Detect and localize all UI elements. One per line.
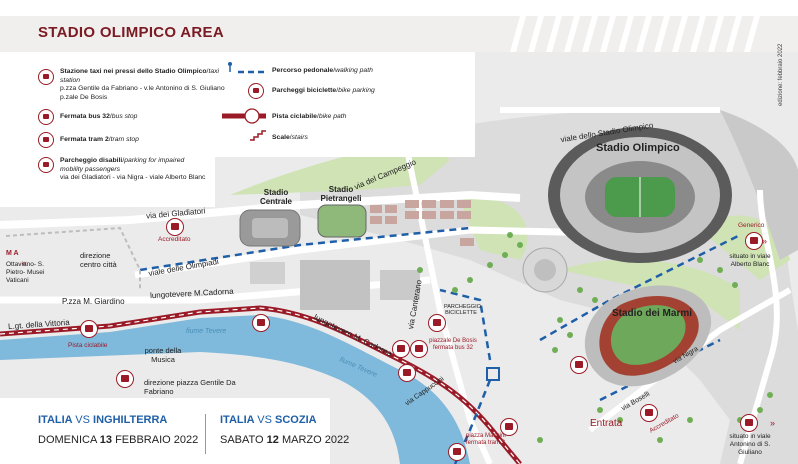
label-accreditato-1: Accreditato — [158, 236, 191, 243]
match-1: ITALIA VS INGHILTERRA DOMENICA 13 FEBBRA… — [38, 414, 199, 446]
label-entrata: Entrata — [590, 418, 623, 429]
legend-bike-path: Pista ciclabile/bike path — [272, 113, 347, 120]
page-title: STADIO OLIMPICO AREA — [38, 24, 224, 41]
match-divider — [205, 414, 206, 454]
arrow-left-icon: « — [22, 258, 28, 268]
bike-path-icon — [222, 108, 266, 124]
walk-icon — [228, 62, 266, 74]
taxi-pin-giuliano — [740, 414, 758, 432]
header-stripes — [510, 16, 760, 52]
label-stadio-marmi: Stadio dei Marmi — [612, 308, 693, 319]
label-fiume-1: fiume Tevere — [186, 328, 227, 335]
match-2: ITALIA VS SCOZIA SABATO 12 MARZO 2022 — [220, 414, 350, 446]
label-stadio-pietrangeli: Stadio Pietrangeli — [320, 185, 362, 203]
legend-stairs: Scale/stairs — [272, 134, 308, 141]
bike-pin-4 — [500, 418, 518, 436]
bike-pin-3 — [398, 364, 416, 382]
label-situato-giuliano: situato in viale Antonino di S. Giuliano — [729, 433, 771, 456]
tram-icon — [38, 132, 54, 148]
arrow-right-icon: » — [762, 236, 768, 246]
disabled-parking-pin-2 — [640, 404, 658, 422]
taxi-pin-gentile — [116, 370, 134, 388]
legend-walk: Percorso pedonale/walking path — [272, 67, 373, 74]
map-canvas — [0, 52, 798, 464]
label-stadio-centrale: Stadio Centrale — [259, 188, 292, 206]
label-parcheggio-bici: PARCHEGGIO BICICLETTE — [444, 304, 481, 316]
legend-disabled: Parcheggio disabili/parking for impaired… — [60, 157, 206, 181]
disabled-parking-icon — [38, 157, 54, 173]
bike-pin-1 — [80, 320, 98, 338]
taxi-icon — [38, 69, 54, 85]
label-ponte-musica: ponte della Musica — [144, 346, 182, 364]
road-giardino: P.zza M. Giardino — [62, 297, 125, 306]
label-situato-blanc: situato in viale Alberto Blanc — [729, 253, 771, 268]
label-pista-ciclabile: Pista ciclabile — [68, 342, 108, 349]
bike-pin-2 — [252, 314, 270, 332]
bike-parking-pin-2 — [570, 356, 588, 374]
legend-bus: Fermata bus 32/bus stop — [60, 113, 138, 120]
tram-pin — [448, 443, 466, 461]
label-ottaviano: Ottaviano- S. Pietro- Musei Vaticani — [6, 261, 45, 284]
bus-pin — [392, 340, 410, 358]
legend-taxi: Stazione taxi nei pressi dello Stadio Ol… — [60, 68, 225, 101]
disabled-parking-pin-3 — [745, 232, 763, 250]
label-direzione-gentile: direzione piazza Gentile Da Fabriano — [144, 378, 236, 396]
label-piazzale-bosis: piazzale De Bosis fermata bus 32 — [429, 338, 477, 351]
bus-icon — [38, 109, 54, 125]
legend-bike-parking: Parcheggi biciclette/bike parking — [272, 87, 375, 94]
edition-note: edizione: febbraio 2022 — [778, 43, 784, 106]
disabled-parking-pin-1 — [166, 218, 184, 236]
label-stadio-olimpico: Stadio Olimpico — [596, 142, 680, 154]
metro-a-badge: M A — [6, 250, 19, 257]
taxi-pin-bosis — [410, 340, 428, 358]
bike-parking-icon — [248, 83, 264, 99]
bike-parking-pin — [428, 314, 446, 332]
arrow-right-icon-2: » — [770, 418, 776, 428]
header-bar: STADIO OLIMPICO AREA — [0, 16, 798, 52]
label-piazza-mancini: piazza Mancini fermata tram 2 — [466, 433, 506, 446]
stairs-icon — [250, 130, 266, 141]
label-direzione-centro: direzione centro città — [80, 251, 117, 269]
label-generico: Generico — [738, 222, 765, 229]
legend-tram: Fermata tram 2/tram stop — [60, 136, 139, 143]
